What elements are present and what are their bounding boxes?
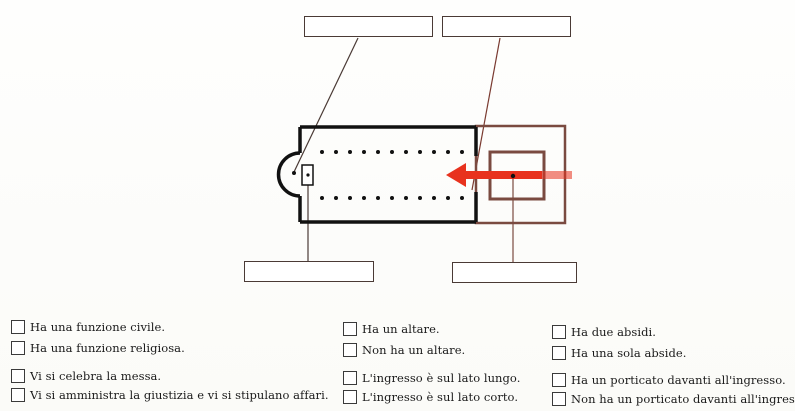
checkbox[interactable] bbox=[11, 341, 25, 355]
option-label: Ha una funzione civile. bbox=[30, 320, 166, 334]
portico-point bbox=[510, 173, 516, 179]
checkbox[interactable] bbox=[11, 369, 25, 383]
option-label: Vi si celebra la messa. bbox=[30, 369, 162, 383]
checkbox[interactable] bbox=[11, 388, 25, 402]
entrance-arrow bbox=[446, 163, 572, 187]
colonnade-bottom bbox=[320, 196, 464, 200]
option-due-absidi[interactable]: Ha due absidi. bbox=[552, 323, 656, 341]
option-label: Non ha un altare. bbox=[362, 343, 466, 357]
label-box-top-left[interactable] bbox=[304, 16, 433, 37]
option-porticato[interactable]: Ha un porticato davanti all'ingresso. bbox=[552, 371, 786, 389]
option-label: Vi si amministra la giustizia e vi si st… bbox=[30, 388, 329, 402]
option-funzione-civile[interactable]: Ha una funzione civile. bbox=[11, 318, 165, 336]
checkbox[interactable] bbox=[552, 373, 566, 387]
checkbox[interactable] bbox=[552, 346, 566, 360]
leader-line-top-left bbox=[293, 37, 359, 173]
option-celebra-messa[interactable]: Vi si celebra la messa. bbox=[11, 367, 161, 385]
label-box-top-right[interactable] bbox=[442, 16, 571, 37]
option-giustizia-affari[interactable]: Vi si amministra la giustizia e vi si st… bbox=[11, 386, 329, 404]
checkbox[interactable] bbox=[343, 371, 357, 385]
option-label: Ha un porticato davanti all'ingresso. bbox=[571, 373, 786, 387]
label-box-bottom-left[interactable] bbox=[244, 261, 374, 282]
option-label: Ha una funzione religiosa. bbox=[30, 341, 185, 355]
option-label: Ha un altare. bbox=[362, 322, 440, 336]
option-label: Ha due absidi. bbox=[571, 325, 656, 339]
option-ha-altare[interactable]: Ha un altare. bbox=[343, 320, 440, 338]
checkbox[interactable] bbox=[552, 325, 566, 339]
option-non-ha-altare[interactable]: Non ha un altare. bbox=[343, 341, 465, 359]
label-box-bottom-right[interactable] bbox=[452, 262, 577, 283]
apse bbox=[276, 151, 301, 198]
option-label: Non ha un porticato davanti all'ingresso… bbox=[571, 392, 795, 406]
altar-point bbox=[306, 173, 310, 177]
checkbox[interactable] bbox=[343, 343, 357, 357]
option-sola-abside[interactable]: Ha una sola abside. bbox=[552, 344, 686, 362]
option-funzione-religiosa[interactable]: Ha una funzione religiosa. bbox=[11, 339, 185, 357]
basilica-floor-plan bbox=[276, 37, 572, 263]
apse-point bbox=[292, 171, 296, 175]
checkbox[interactable] bbox=[11, 320, 25, 334]
option-label: L'ingresso è sul lato lungo. bbox=[362, 371, 521, 385]
option-ingresso-lato-lungo[interactable]: L'ingresso è sul lato lungo. bbox=[343, 369, 520, 387]
checkbox[interactable] bbox=[343, 322, 357, 336]
hall-walls bbox=[298, 125, 478, 224]
checkbox[interactable] bbox=[343, 390, 357, 404]
checkbox[interactable] bbox=[552, 392, 566, 406]
option-ingresso-lato-corto[interactable]: L'ingresso è sul lato corto. bbox=[343, 388, 518, 406]
option-label: Ha una sola abside. bbox=[571, 346, 687, 360]
option-non-porticato[interactable]: Non ha un porticato davanti all'ingresso… bbox=[552, 390, 795, 408]
colonnade-top bbox=[320, 150, 464, 154]
option-label: L'ingresso è sul lato corto. bbox=[362, 390, 519, 404]
